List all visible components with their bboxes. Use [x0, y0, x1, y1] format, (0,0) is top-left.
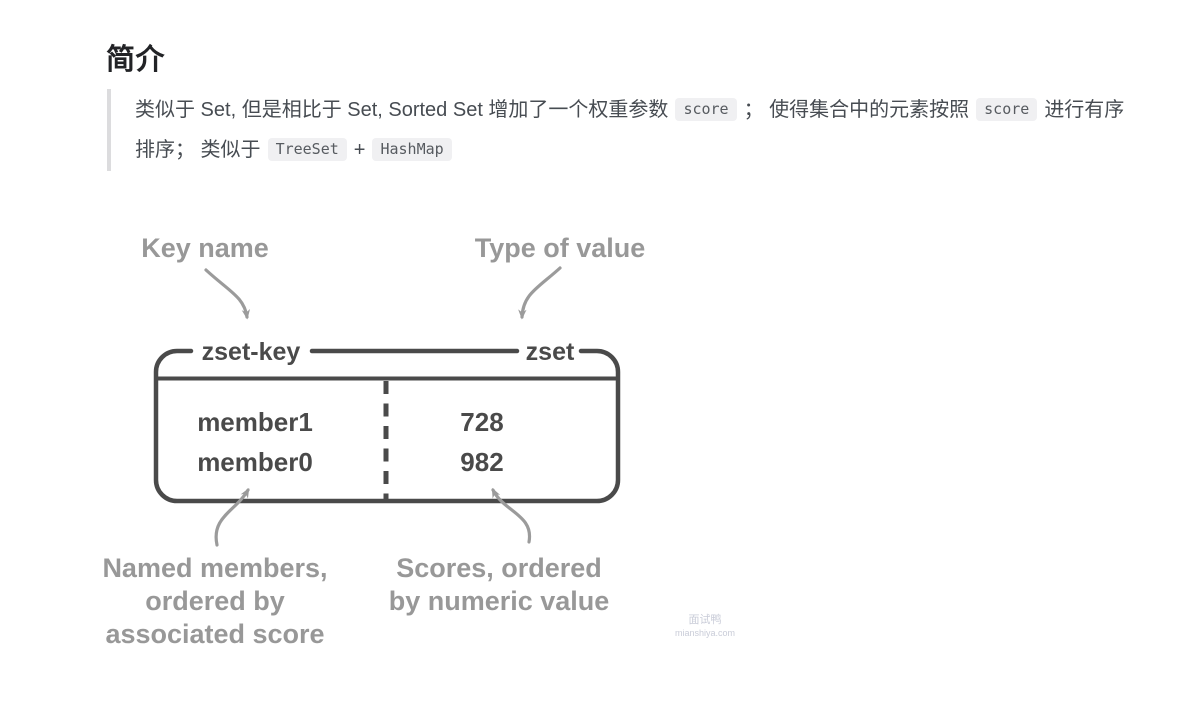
intro-text: ； 使得集合中的元素按照 [743, 99, 970, 121]
score-cell: 728 [460, 407, 503, 437]
watermark-site-name: 面试鸭 [688, 614, 722, 626]
inline-code-score-1: score [675, 98, 737, 121]
members-caption-line: Named members, [102, 553, 327, 583]
score-cell: 982 [460, 447, 503, 477]
intro-text: + [353, 139, 366, 161]
watermark-site-url: mianshiya.com [674, 628, 736, 638]
type-of-value-arrow [518, 266, 562, 320]
intro-text: 类似于 Set, 但是相比于 Set, Sorted Set 增加了一个权重参数 [135, 99, 669, 121]
intro-text: 排序； 类似于 [135, 139, 261, 161]
type-value: zset [526, 338, 575, 366]
member-cell: member1 [197, 407, 313, 437]
inline-code-treeset: TreeSet [267, 138, 347, 161]
page-title: 简介 [106, 44, 166, 76]
intro-text: 进行有序 [1044, 99, 1125, 121]
key-name-arrow [204, 268, 251, 320]
members-caption-arrow [214, 487, 250, 547]
inline-code-hashmap: HashMap [372, 138, 452, 161]
scores-caption-line: by numeric value [389, 586, 610, 616]
site-watermark: 面试鸭 mianshiya.com [658, 614, 752, 639]
zset-box-outline [153, 348, 621, 504]
type-of-value-label: Type of value [475, 233, 646, 263]
intro-blockquote: 类似于 Set, 但是相比于 Set, Sorted Set 增加了一个权重参数… [107, 89, 1152, 171]
intro-line-1: 类似于 Set, 但是相比于 Set, Sorted Set 增加了一个权重参数… [135, 90, 1152, 130]
intro-line-2: 排序； 类似于 TreeSet + HashMap [135, 130, 1152, 170]
key-name-label: Key name [141, 233, 269, 263]
key-name-value: zset-key [202, 338, 301, 366]
scores-caption-line: Scores, ordered [396, 553, 602, 583]
inline-code-score-2: score [976, 98, 1038, 121]
scores-caption-arrow [491, 487, 532, 544]
member-cell: member0 [197, 447, 313, 477]
members-caption-line: ordered by [145, 586, 285, 616]
members-caption-line: associated score [105, 619, 324, 649]
